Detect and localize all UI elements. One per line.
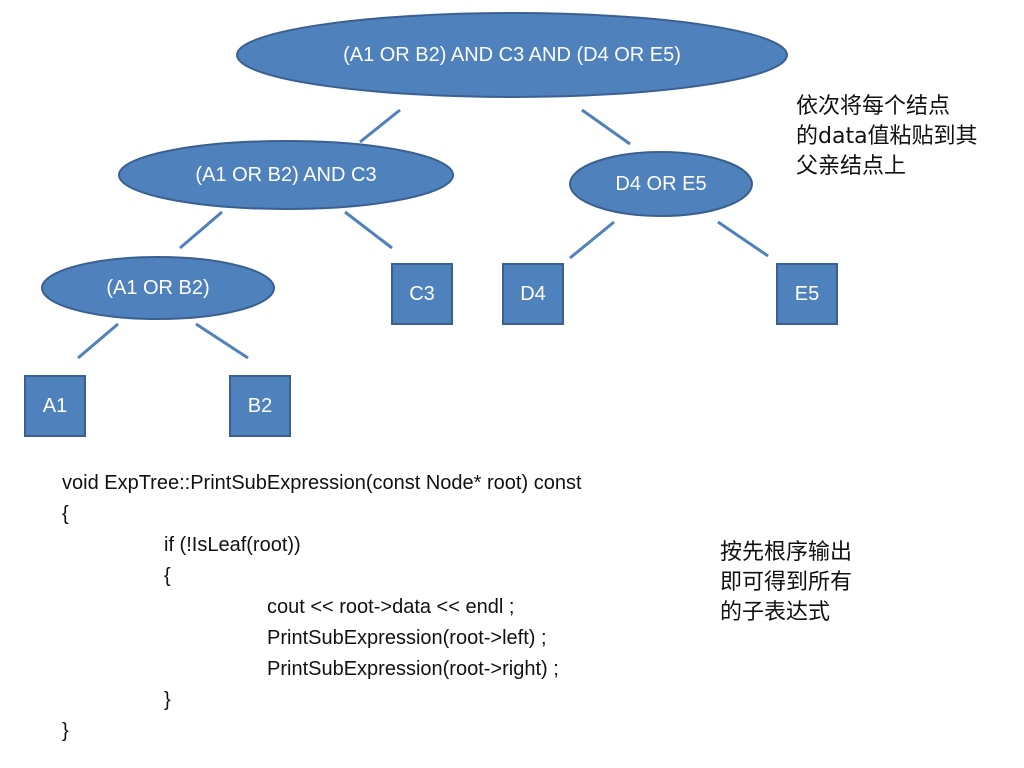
leaf-a1-label: A1 <box>43 395 67 417</box>
or-subtree-label: (A1 OR B2) <box>106 277 209 299</box>
or-subtree-node <box>41 256 275 320</box>
left-subtree-node <box>118 140 454 210</box>
leaf-c3-label: C3 <box>409 283 435 305</box>
code-line-open-brace: { <box>62 503 69 525</box>
note-preorder-output: 按先根序输出 即可得到所有 的子表达式 <box>720 540 853 625</box>
right-subtree-label: D4 OR E5 <box>615 173 706 195</box>
right-subtree-node <box>569 151 753 217</box>
edge-or-a1 <box>77 322 119 360</box>
left-subtree-label: (A1 OR B2) AND C3 <box>195 164 376 186</box>
note-paste-to-parent: 依次将每个结点 的data值粘贴到其 父亲结点上 <box>796 94 978 179</box>
leaf-e5-label: E5 <box>795 283 819 305</box>
edge-left-c3 <box>344 210 393 250</box>
code-line-recurse-right: PrintSubExpression(root->right) ; <box>267 658 559 680</box>
leaf-e5-box <box>776 263 838 325</box>
root-node <box>236 12 788 98</box>
edge-or-b2 <box>195 322 249 360</box>
code-line-if-open: { <box>164 565 171 587</box>
edge-left-or <box>179 210 223 250</box>
leaf-d4-box <box>502 263 564 325</box>
code-line-signature: void ExpTree::PrintSubExpression(const N… <box>62 472 582 494</box>
leaf-d4-label: D4 <box>520 283 546 305</box>
code-block: void ExpTree::PrintSubExpression(const N… <box>62 468 582 747</box>
leaf-b2-label: B2 <box>248 395 272 417</box>
leaf-a1-box <box>24 375 86 437</box>
edge-root-right <box>581 108 631 146</box>
code-line-cout: cout << root->data << endl ; <box>267 596 515 618</box>
leaf-b2-box <box>229 375 291 437</box>
edge-right-d4 <box>569 220 615 260</box>
code-line-if: if (!IsLeaf(root)) <box>164 534 301 556</box>
code-line-if-close: } <box>164 689 171 711</box>
code-line-close-brace: } <box>62 720 69 742</box>
edge-root-left <box>359 108 401 144</box>
root-label: (A1 OR B2) AND C3 AND (D4 OR E5) <box>343 44 681 66</box>
code-line-recurse-left: PrintSubExpression(root->left) ; <box>267 627 547 649</box>
leaf-c3-box <box>391 263 453 325</box>
edge-right-e5 <box>717 220 769 258</box>
tree-edges <box>77 108 769 360</box>
